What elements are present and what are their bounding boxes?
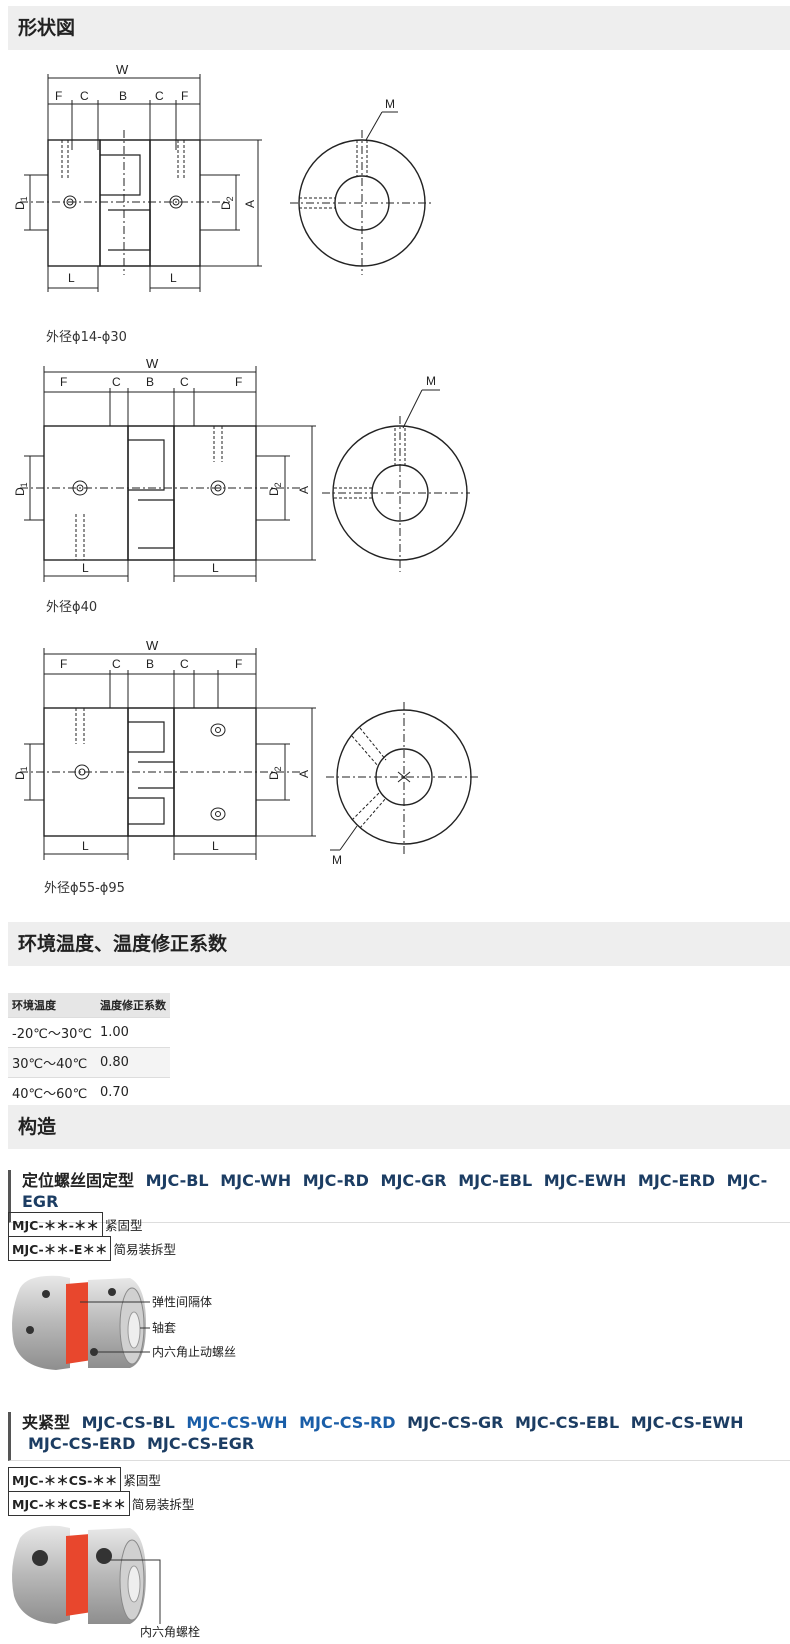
- model-link[interactable]: MJC-CS-EGR: [146, 1434, 255, 1453]
- svg-text:C: C: [155, 89, 164, 103]
- svg-text:W: W: [146, 356, 159, 371]
- table-cell: 30℃～40℃: [8, 1047, 96, 1078]
- coupling-photo-clamp: 内六角螺栓: [12, 1525, 200, 1639]
- svg-text:A: A: [297, 770, 311, 778]
- model-link[interactable]: MJC-CS-EWH: [630, 1413, 744, 1432]
- svg-text:D1: D1: [13, 196, 29, 210]
- table-cell: 0.80: [95, 1047, 170, 1078]
- svg-text:F: F: [181, 89, 188, 103]
- svg-text:轴套: 轴套: [152, 1320, 176, 1335]
- svg-text:内六角螺栓: 内六角螺栓: [140, 1624, 200, 1639]
- caption-small: 外径ϕ14-ϕ30: [46, 330, 127, 345]
- svg-text:L: L: [212, 561, 219, 575]
- code-line: MJC-＊＊-E＊＊简易装拆型: [8, 1236, 176, 1261]
- model-link[interactable]: MJC-CS-BL: [81, 1413, 175, 1432]
- svg-text:D2: D2: [219, 196, 235, 210]
- section-header-structure: 构造: [8, 1105, 790, 1149]
- svg-text:C: C: [80, 89, 89, 103]
- caption-large: 外径ϕ55-ϕ95: [44, 881, 125, 896]
- svg-text:L: L: [170, 271, 177, 285]
- model-link[interactable]: MJC-RD: [302, 1171, 369, 1190]
- table-cell: 40℃～60℃: [8, 1077, 96, 1107]
- model-link[interactable]: MJC-WH: [220, 1171, 292, 1190]
- model-link[interactable]: MJC-CS-GR: [407, 1413, 504, 1432]
- table-header: 环境温度: [8, 993, 96, 1018]
- svg-text:内六角止动螺丝: 内六角止动螺丝: [152, 1345, 236, 1359]
- subhead-set-screw: 定位螺丝固定型 MJC-BL MJC-WH MJC-RD MJC-GR MJC-…: [8, 1170, 790, 1223]
- table-row: 40℃～60℃ 0.70: [8, 1077, 170, 1107]
- table-cell: 0.70: [95, 1077, 170, 1107]
- model-link[interactable]: MJC-ERD: [637, 1171, 716, 1190]
- code-line: MJC-＊＊CS-E＊＊简易装拆型: [8, 1491, 194, 1516]
- svg-text:B: B: [146, 657, 154, 671]
- caption-medium: 外径ϕ40: [46, 600, 98, 615]
- table-cell: -20℃～30℃: [8, 1017, 96, 1048]
- dim-label-w: W: [116, 62, 129, 77]
- svg-text:A: A: [243, 200, 257, 208]
- code-line: MJC-＊＊CS-＊＊紧固型: [8, 1467, 161, 1492]
- model-link[interactable]: MJC-BL: [145, 1171, 209, 1190]
- coupling-photo-set-screw: 弹性间隔体 轴套 内六角止动螺丝: [12, 1275, 236, 1370]
- model-link[interactable]: MJC-EGR: [22, 1171, 768, 1211]
- table-row: -20℃～30℃ 1.00: [8, 1017, 170, 1048]
- svg-text:L: L: [68, 271, 75, 285]
- svg-text:D2: D2: [267, 482, 283, 496]
- drawing-medium: W F C B C F L L A D1 D2 M: [13, 356, 470, 582]
- svg-text:L: L: [82, 561, 89, 575]
- table-header: 温度修正系数: [95, 993, 170, 1018]
- svg-text:C: C: [112, 375, 121, 389]
- svg-text:F: F: [60, 375, 67, 389]
- model-link[interactable]: MJC-GR: [380, 1171, 447, 1190]
- svg-text:弹性间隔体: 弹性间隔体: [152, 1295, 212, 1309]
- model-link[interactable]: MJC-CS-WH: [186, 1413, 288, 1432]
- svg-text:C: C: [180, 375, 189, 389]
- svg-text:W: W: [146, 638, 159, 653]
- svg-text:D1: D1: [13, 766, 29, 780]
- model-link[interactable]: MJC-CS-ERD: [28, 1434, 136, 1453]
- subhead-clamp: 夹紧型 MJC-CS-BL MJC-CS-WH MJC-CS-RD MJC-CS…: [8, 1412, 790, 1461]
- svg-text:B: B: [119, 89, 127, 103]
- svg-text:M: M: [426, 374, 436, 388]
- svg-text:C: C: [112, 657, 121, 671]
- drawing-small: W F C B C F L L A D1 D2 M: [13, 62, 432, 292]
- table-cell: 1.00: [95, 1017, 170, 1048]
- svg-text:F: F: [235, 657, 242, 671]
- svg-text:D1: D1: [13, 482, 29, 496]
- model-link[interactable]: MJC-EWH: [543, 1171, 627, 1190]
- table-header-row: 环境温度 温度修正系数: [8, 993, 170, 1018]
- model-link[interactable]: MJC-CS-RD: [299, 1413, 396, 1432]
- svg-text:C: C: [180, 657, 189, 671]
- svg-text:L: L: [212, 839, 219, 853]
- section-header-shape: 形状図: [8, 6, 790, 50]
- svg-text:F: F: [235, 375, 242, 389]
- svg-text:M: M: [385, 97, 395, 111]
- svg-text:L: L: [82, 839, 89, 853]
- model-link[interactable]: MJC-CS-EBL: [515, 1413, 620, 1432]
- model-link[interactable]: MJC-EBL: [458, 1171, 533, 1190]
- svg-text:F: F: [60, 657, 67, 671]
- section-header-temperature: 环境温度、温度修正系数: [8, 922, 790, 966]
- svg-text:F: F: [55, 89, 62, 103]
- code-line: MJC-＊＊-＊＊紧固型: [8, 1212, 142, 1237]
- svg-text:B: B: [146, 375, 154, 389]
- drawing-large: W F C B C F L L A D1 D2 M: [13, 638, 480, 867]
- table-row: 30℃～40℃ 0.80: [8, 1047, 170, 1078]
- svg-text:A: A: [297, 486, 311, 494]
- temperature-table: 环境温度 温度修正系数 -20℃～30℃ 1.00 30℃～40℃ 0.80 4…: [8, 993, 170, 1107]
- svg-text:D2: D2: [267, 766, 283, 780]
- svg-text:M: M: [332, 853, 342, 867]
